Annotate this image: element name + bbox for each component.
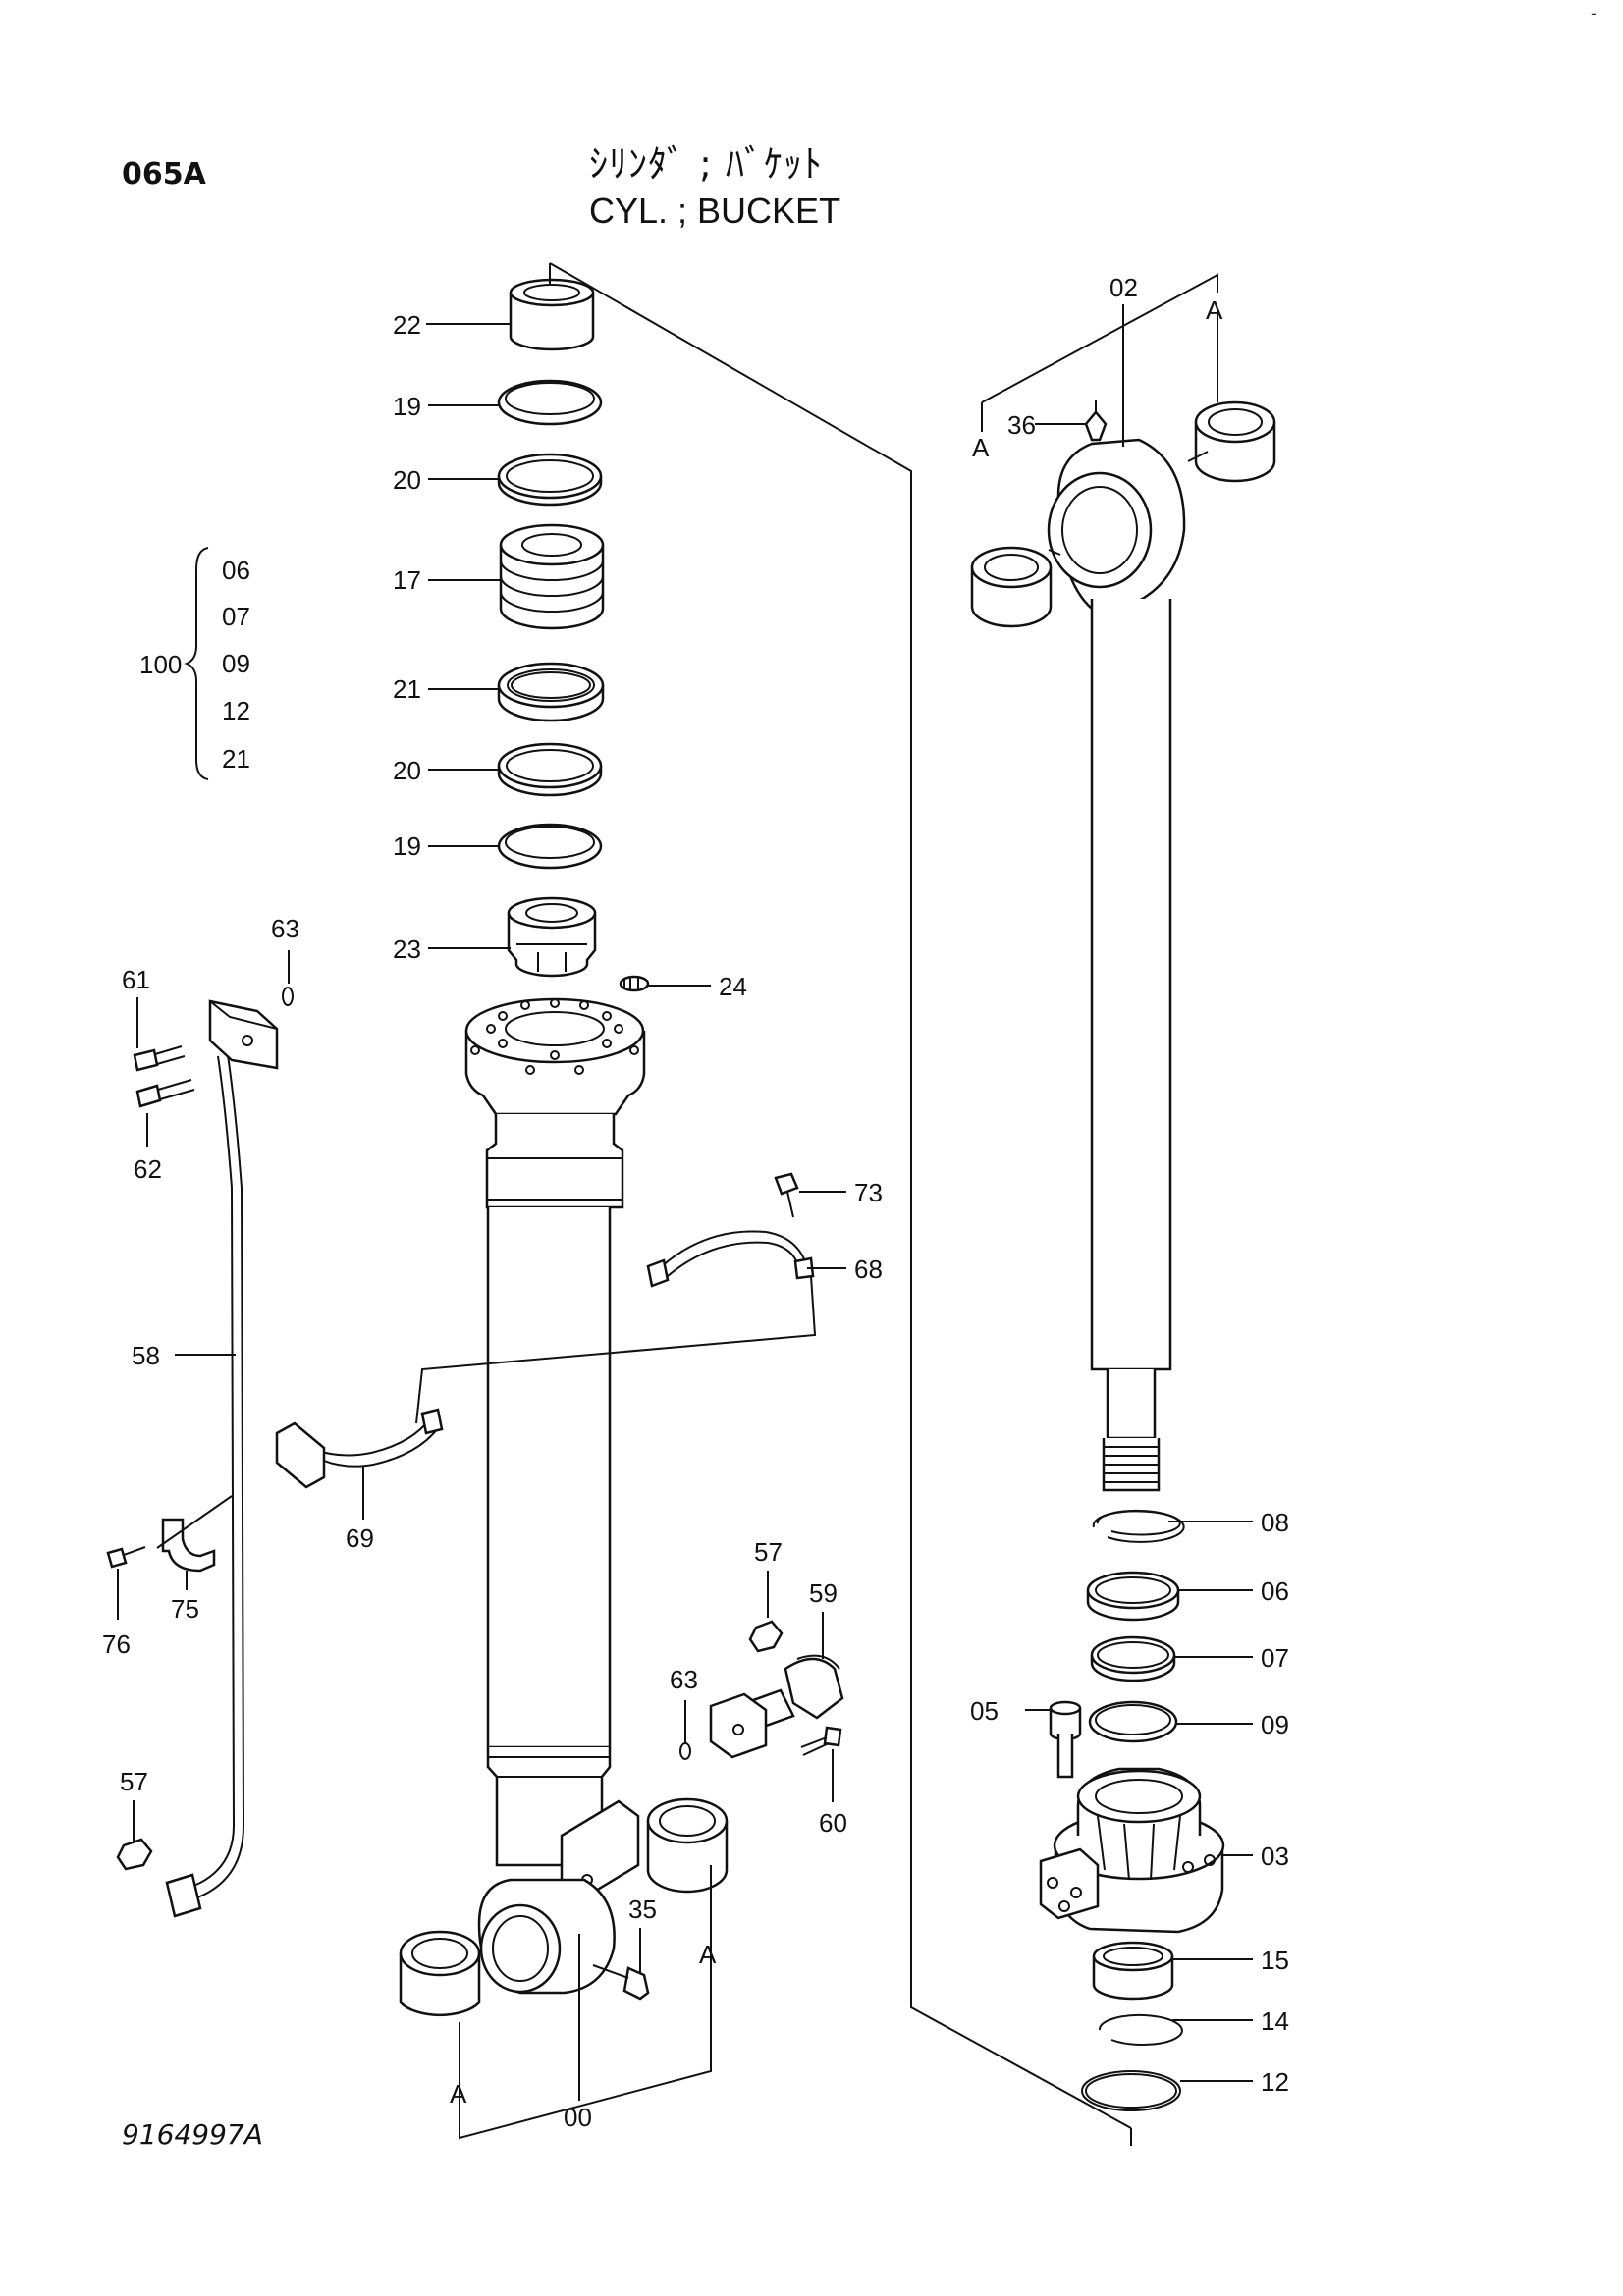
kit-member-12: 12 <box>222 696 250 725</box>
callout-05: 05 <box>970 1696 999 1726</box>
callout-62: 62 <box>134 1154 162 1184</box>
callout-06: 06 <box>1261 1576 1289 1606</box>
part-socket-bolt-05 <box>1049 1700 1082 1779</box>
callout-12: 12 <box>1261 2067 1289 2097</box>
part-ring-07 <box>1090 1635 1176 1682</box>
callout-21: 21 <box>393 674 421 704</box>
section-mark-A-eye-right: A <box>699 1940 717 1969</box>
part-nut-23 <box>507 896 597 978</box>
callout-09: 09 <box>1261 1710 1289 1739</box>
kit-member-21: 21 <box>222 744 250 774</box>
callout-24: 24 <box>719 972 747 1001</box>
callout-59: 59 <box>809 1578 838 1608</box>
section-A-marks: A A A A <box>450 295 1223 2109</box>
part-pipe-58 <box>165 1054 245 1918</box>
drawing-number: 9164997A <box>122 2118 263 2151</box>
callout-63-lower: 63 <box>670 1665 698 1694</box>
callout-75: 75 <box>171 1594 199 1624</box>
callout-57-upper: 57 <box>754 1537 783 1567</box>
callout-35: 35 <box>628 1895 657 1924</box>
section-mark-A-rod-left: A <box>972 433 990 462</box>
part-nut-57-upper <box>748 1620 784 1653</box>
section-mark-A-eye-left: A <box>450 2079 467 2109</box>
kit-member-07: 07 <box>222 602 250 631</box>
part-pipe-flange <box>208 999 279 1070</box>
kit-100-group: 100 06 07 09 12 21 <box>139 556 250 774</box>
callout-19-lower: 19 <box>393 831 421 861</box>
callout-00: 00 <box>564 2103 592 2132</box>
callout-07: 07 <box>1261 1643 1289 1673</box>
part-cylinder-tube-00 <box>464 997 646 1995</box>
callout-08: 08 <box>1261 1508 1289 1537</box>
callout-22: 22 <box>393 310 421 340</box>
part-oring-12 <box>1081 2070 1181 2111</box>
part-ring-09 <box>1088 1700 1178 1743</box>
part-setscrew-24 <box>619 975 650 992</box>
callout-14: 14 <box>1261 2006 1289 2036</box>
part-oring-63-top <box>282 987 294 1006</box>
page-code: 065A <box>122 157 206 191</box>
callout-02: 02 <box>1109 273 1138 302</box>
callout-73: 73 <box>854 1178 883 1207</box>
part-piston-rod-02 <box>1047 400 1186 1492</box>
part-rod-bushing-right-A <box>1194 400 1276 483</box>
part-bushing-22 <box>509 278 595 351</box>
callout-58: 58 <box>132 1341 160 1370</box>
part-bushing-15 <box>1092 1941 1174 2001</box>
callout-15: 15 <box>1261 1946 1289 1975</box>
part-ring-20-top <box>497 453 603 507</box>
callout-68: 68 <box>854 1255 883 1284</box>
part-grease-nipple-35 <box>592 1964 650 2001</box>
kit-member-06: 06 <box>222 556 250 585</box>
part-packing-17 <box>499 523 605 630</box>
callout-36: 36 <box>1007 410 1036 440</box>
part-bolt-76 <box>106 1546 146 1569</box>
title-japanese: ｼﾘﾝﾀﾞ ; ﾊﾞｹｯﾄ <box>589 142 823 186</box>
part-bolt-61 <box>133 1045 186 1072</box>
part-oring-63-lower <box>679 1742 691 1760</box>
callout-20-lower: 20 <box>393 756 421 785</box>
part-rod-bushing-left-A <box>970 546 1053 628</box>
kit-member-09: 09 <box>222 649 250 678</box>
kit-number: 100 <box>139 650 182 679</box>
part-ring-19-top <box>497 379 603 426</box>
callout-03: 03 <box>1261 1842 1289 1871</box>
title-english: CYL. ; BUCKET <box>589 190 841 231</box>
part-seal-21 <box>497 662 605 722</box>
part-ring-19-lower <box>497 823 603 870</box>
callout-60: 60 <box>819 1808 847 1838</box>
part-bolt-62 <box>135 1079 195 1108</box>
callout-17: 17 <box>393 565 421 595</box>
part-pin-bushing-right-A <box>646 1797 729 1894</box>
part-pin-bushing-left-A <box>399 1930 481 2017</box>
part-clamp-band-69 <box>275 1275 817 1489</box>
part-snap-ring-08 <box>1092 1509 1185 1543</box>
leader-lines <box>117 323 1253 2082</box>
callout-76: 76 <box>102 1629 131 1659</box>
corner-mark: - <box>1591 4 1596 23</box>
part-ring-20-lower <box>497 742 603 797</box>
callout-20-top: 20 <box>393 465 421 495</box>
part-clamp-75 <box>156 1495 233 1573</box>
assembly-guide-lines <box>184 262 1218 2146</box>
callout-69: 69 <box>346 1523 374 1553</box>
part-bolt-73 <box>774 1172 799 1218</box>
part-clamp-band-68 <box>646 1230 815 1288</box>
callout-57-lower: 57 <box>120 1767 148 1796</box>
part-seal-06 <box>1086 1571 1180 1622</box>
callout-labels: 22 19 20 17 21 20 19 23 24 63 61 62 58 7… <box>102 273 1289 2132</box>
section-mark-A-rod-right: A <box>1206 295 1223 325</box>
part-gland-03 <box>1039 1767 1225 1934</box>
callout-23: 23 <box>393 934 421 964</box>
callout-63-top: 63 <box>271 914 299 943</box>
callout-19-top: 19 <box>393 392 421 421</box>
part-bolt-60 <box>800 1726 842 1756</box>
part-flange-fitting <box>709 1692 768 1759</box>
part-nut-57-lower <box>116 1838 153 1871</box>
callout-61: 61 <box>122 965 150 994</box>
part-ring-14 <box>1098 2013 1183 2046</box>
